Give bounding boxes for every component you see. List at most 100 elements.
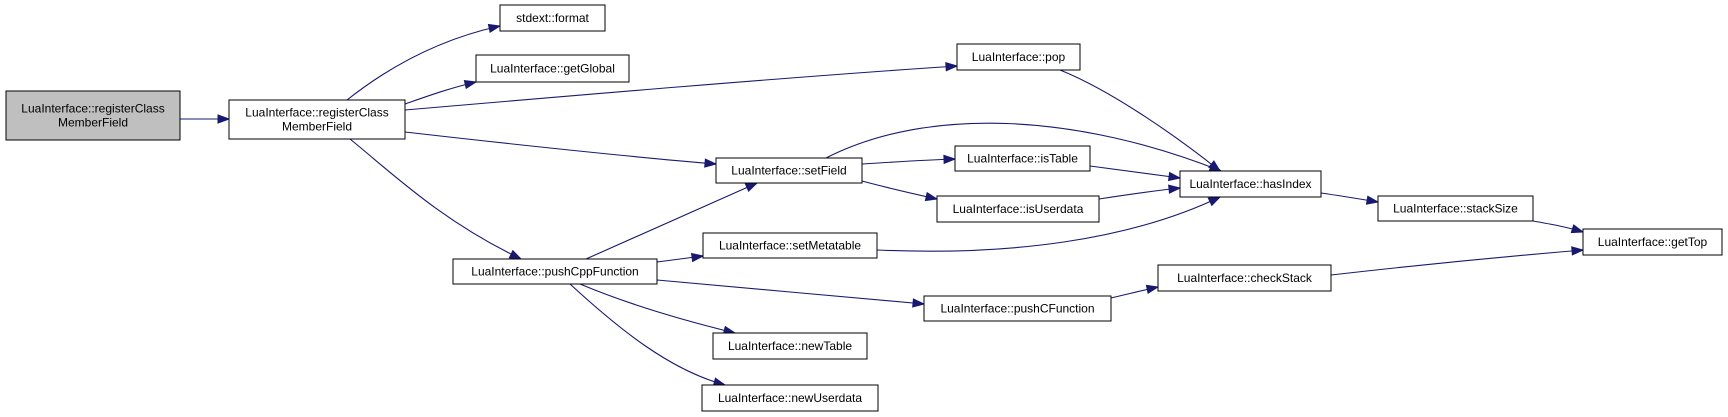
node-box[interactable] (5, 90, 181, 141)
edge-line (1059, 69, 1221, 172)
edge-line (1098, 187, 1181, 200)
edge-line (346, 25, 501, 101)
edges-layer (180, 23, 1585, 387)
arrowhead-icon (487, 23, 502, 34)
node-pushCppFunction[interactable]: LuaInterface::pushCppFunction (452, 258, 658, 285)
nodes-layer: LuaInterface::registerClassMemberFieldLu… (5, 4, 1723, 412)
arrowhead-icon (744, 182, 759, 193)
edge-checkStack-to-getTop (1330, 246, 1585, 276)
edge-pushCppFunction-to-newTable (579, 283, 737, 335)
node-label: MemberField (282, 120, 352, 134)
arrowhead-icon (1571, 246, 1585, 256)
edge-line (349, 138, 522, 260)
node-label: LuaInterface::checkStack (1177, 271, 1313, 285)
edge-stackSize-to-getTop (1532, 220, 1585, 234)
node-label: LuaInterface::pushCppFunction (471, 265, 638, 279)
arrowhead-icon (912, 298, 926, 308)
node-box[interactable] (228, 99, 406, 140)
node-box[interactable] (475, 54, 630, 83)
arrowhead-icon (1365, 195, 1380, 205)
edge-line (1089, 165, 1181, 179)
arrowhead-icon (943, 154, 957, 165)
node-label: LuaInterface::registerClass (21, 102, 164, 116)
node-label: LuaInterface::registerClass (245, 106, 388, 120)
node-box[interactable] (499, 4, 606, 32)
edge-line (861, 180, 938, 200)
node-box[interactable] (954, 145, 1091, 172)
node-label: LuaInterface::stackSize (1393, 202, 1518, 216)
node-box[interactable] (702, 232, 878, 259)
node-label: LuaInterface::newUserdata (718, 391, 862, 405)
node-label: MemberField (58, 116, 128, 130)
node-checkStack[interactable]: LuaInterface::checkStack (1157, 264, 1332, 292)
arrowhead-icon (1570, 224, 1585, 234)
node-label: LuaInterface::isUserdata (953, 202, 1084, 216)
node-label: LuaInterface::setMetatable (719, 239, 861, 253)
node-setMetatable[interactable]: LuaInterface::setMetatable (702, 232, 878, 259)
arrowhead-icon (508, 249, 523, 260)
edge-rcmf-to-getGlobal (404, 79, 478, 105)
node-getTop[interactable]: LuaInterface::getTop (1582, 228, 1723, 256)
node-box[interactable] (956, 43, 1081, 71)
node-newTable[interactable]: LuaInterface::newTable (712, 332, 868, 360)
edge-line (569, 283, 726, 386)
edge-line (825, 122, 1222, 172)
arrowhead-icon (945, 62, 959, 72)
edge-pushCppFunction-to-pushCFunction (656, 279, 926, 308)
arrowhead-icon (1207, 196, 1222, 207)
node-label: LuaInterface::isTable (967, 152, 1078, 166)
node-setField[interactable]: LuaInterface::setField (715, 157, 863, 184)
node-label: LuaInterface::newTable (728, 339, 852, 353)
arrowhead-icon (463, 79, 478, 90)
node-box[interactable] (1157, 264, 1332, 292)
node-isTable[interactable]: LuaInterface::isTable (954, 145, 1091, 172)
node-label: LuaInterface::hasIndex (1189, 177, 1311, 191)
node-pushCFunction[interactable]: LuaInterface::pushCFunction (923, 295, 1112, 322)
arrowhead-icon (1167, 171, 1182, 182)
node-box[interactable] (1377, 195, 1534, 222)
edge-line (579, 283, 736, 334)
node-isUserdata[interactable]: LuaInterface::isUserdata (936, 195, 1100, 223)
node-stackSize[interactable]: LuaInterface::stackSize (1377, 195, 1534, 222)
edge-setField-to-isUserdata (861, 180, 939, 202)
edge-line (585, 182, 758, 260)
edge-line (861, 158, 956, 165)
edge-line (404, 65, 958, 111)
edge-rcmf-to-pushCppFunction (349, 138, 523, 260)
node-box[interactable] (1179, 170, 1322, 198)
node-box[interactable] (923, 295, 1112, 322)
edge-pushCFunction-to-checkStack (1110, 284, 1160, 299)
arrowhead-icon (924, 191, 939, 202)
node-box[interactable] (701, 384, 879, 412)
arrowhead-icon (690, 252, 705, 263)
node-box[interactable] (452, 258, 658, 285)
node-box[interactable] (712, 332, 868, 360)
node-pop[interactable]: LuaInterface::pop (956, 43, 1081, 71)
arrowhead-icon (704, 158, 718, 168)
node-newUserdata[interactable]: LuaInterface::newUserdata (701, 384, 879, 412)
node-hasIndex[interactable]: LuaInterface::hasIndex (1179, 170, 1322, 198)
node-box[interactable] (936, 195, 1100, 223)
edge-line (404, 131, 717, 165)
node-format[interactable]: stdext::format (499, 4, 606, 32)
node-label: LuaInterface::getTop (1598, 235, 1708, 249)
edge-rcmf-to-format (346, 23, 502, 101)
node-label: LuaInterface::setField (731, 164, 846, 178)
node-label: LuaInterface::pop (972, 50, 1066, 64)
edge-pushCppFunction-to-setMetatable (656, 252, 705, 263)
edge-line (876, 196, 1221, 252)
node-getGlobal[interactable]: LuaInterface::getGlobal (475, 54, 630, 83)
node-box[interactable] (1582, 228, 1723, 256)
edge-isUserdata-to-hasIndex (1098, 184, 1182, 200)
edge-root-to-rcmf (180, 114, 231, 124)
node-box[interactable] (715, 157, 863, 184)
edge-line (1330, 249, 1584, 276)
arrowhead-icon (217, 114, 231, 124)
node-label: stdext::format (516, 11, 589, 25)
edge-pushCppFunction-to-newUserdata (569, 283, 727, 387)
arrowhead-icon (1145, 284, 1160, 295)
edge-setField-to-isTable (861, 154, 957, 165)
